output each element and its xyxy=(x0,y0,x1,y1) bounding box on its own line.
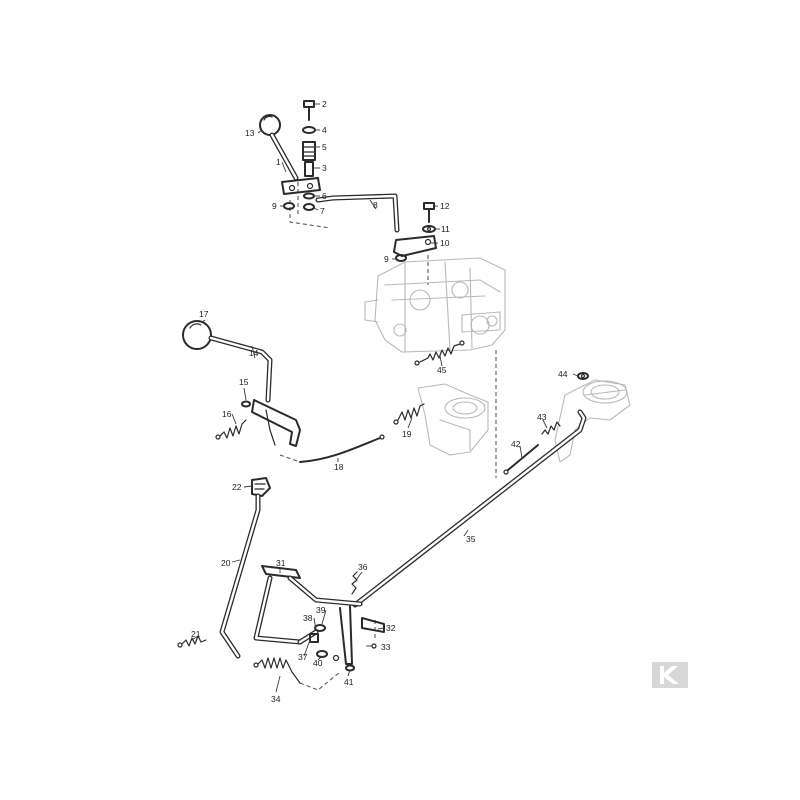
rod-42 xyxy=(503,444,539,475)
callout-4: 4 xyxy=(322,125,327,135)
spring-43 xyxy=(541,421,561,435)
drive-pedal-bracket-ghost xyxy=(554,379,631,463)
callout-43: 43 xyxy=(537,412,547,422)
callout-39: 39 xyxy=(316,605,326,615)
bolt-44 xyxy=(577,372,589,380)
brake-bracket-ghost xyxy=(417,383,489,456)
cable-18 xyxy=(299,434,385,463)
callout-38: 38 xyxy=(303,613,313,623)
callout-37: 37 xyxy=(298,652,308,662)
callout-18: 18 xyxy=(334,462,344,472)
transmission-housing xyxy=(364,257,506,353)
callout-3: 3 xyxy=(322,163,327,173)
spring-19 xyxy=(393,403,425,425)
spring-21 xyxy=(177,635,207,648)
callout-13: 13 xyxy=(245,128,255,138)
shift-lever-assembly xyxy=(259,114,321,195)
shift-link-rod xyxy=(315,193,437,262)
bolt-stack xyxy=(283,100,316,211)
callout-12: 12 xyxy=(440,201,450,211)
callout-10: 10 xyxy=(440,238,450,248)
pedal-rod-assembly xyxy=(219,477,271,659)
callout-36: 36 xyxy=(358,562,368,572)
bolt-stack-right xyxy=(422,202,436,233)
callout-11: 11 xyxy=(441,224,450,234)
callout-7: 7 xyxy=(320,206,325,216)
callout-44: 44 xyxy=(558,369,568,379)
callout-45: 45 xyxy=(437,365,447,375)
callout-15: 15 xyxy=(239,377,249,387)
callout-2: 2 xyxy=(322,99,327,109)
hardware-37-41 xyxy=(309,624,355,672)
pedal-frame xyxy=(253,565,385,665)
lift-lever-assembly xyxy=(182,320,301,447)
callout-33: 33 xyxy=(381,642,391,652)
callout-14: 14 xyxy=(249,348,259,358)
callout-22: 22 xyxy=(232,482,242,492)
callout-41: 41 xyxy=(344,677,354,687)
callout-1: 1 xyxy=(276,157,281,167)
callout-32: 32 xyxy=(386,623,396,633)
callout-9-lower: 9 xyxy=(384,254,389,264)
callout-5: 5 xyxy=(322,142,327,152)
leader-lines xyxy=(191,103,579,693)
brand-logo-icon xyxy=(652,662,688,688)
spring-34 xyxy=(253,657,301,684)
callout-21: 21 xyxy=(191,629,201,639)
callout-17: 17 xyxy=(199,309,209,319)
callout-labels: 2 4 5 3 6 7 9 1 13 8 12 11 10 9 17 14 15… xyxy=(191,99,568,704)
callout-6: 6 xyxy=(322,191,327,201)
spring-16 xyxy=(215,419,247,440)
callout-19: 19 xyxy=(402,429,412,439)
callout-9-upper: 9 xyxy=(272,201,277,211)
callout-40: 40 xyxy=(313,658,323,668)
callout-16: 16 xyxy=(222,409,232,419)
callout-35: 35 xyxy=(466,534,476,544)
callout-42: 42 xyxy=(511,439,521,449)
callout-20: 20 xyxy=(221,558,231,568)
spring-36 xyxy=(351,571,358,595)
spring-45 xyxy=(414,340,465,366)
callout-34: 34 xyxy=(271,694,281,704)
rod-35 xyxy=(352,409,587,608)
callout-31: 31 xyxy=(276,558,286,568)
callout-8: 8 xyxy=(373,200,378,210)
